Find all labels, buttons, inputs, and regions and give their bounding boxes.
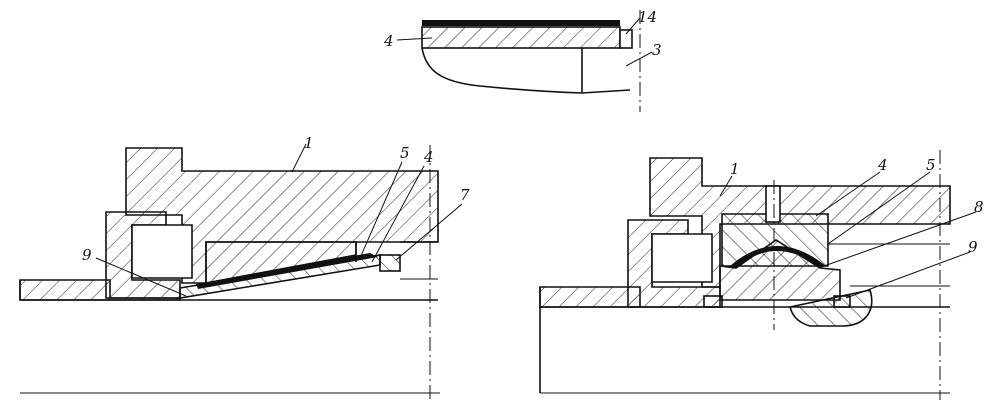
left-flange-9 (105, 211, 181, 299)
sleeve-4 (421, 26, 621, 49)
right-base-flange-9 (539, 286, 641, 308)
right-bolt (765, 185, 781, 223)
leader-top-sleeve (396, 37, 433, 41)
label-left-nut: 7 (460, 186, 470, 204)
label-left-flange: 9 (82, 246, 92, 264)
label-left-ring: 4 (423, 148, 434, 166)
label-top-sleeve: 4 (383, 32, 394, 50)
shaft-3-outline (421, 47, 631, 94)
leader-left-layer (359, 161, 403, 259)
label-right-flange: 9 (968, 238, 978, 256)
leader-top-band (625, 17, 641, 35)
top-detail-view: 4 14 3 (383, 8, 662, 112)
leader-left-nut (395, 203, 463, 261)
leader-right-flange (845, 251, 971, 299)
leader-right-seat (823, 211, 977, 267)
label-right-layer: 5 (926, 156, 936, 174)
right-flange-9 (627, 219, 721, 308)
label-top-band: 14 (638, 8, 657, 26)
label-right-seat: 8 (974, 198, 984, 216)
leader-right-ring (815, 171, 881, 217)
right-lower-body (719, 239, 841, 301)
label-left-hub: 1 (304, 134, 314, 152)
leader-right-layer (827, 171, 931, 245)
left-nut-7 (379, 254, 401, 272)
right-bulge-9 (788, 289, 873, 327)
end-block (619, 29, 633, 49)
right-pad-right (833, 295, 851, 308)
left-layer-5 (196, 253, 378, 289)
right-pad-left (703, 295, 723, 308)
label-left-layer: 5 (400, 144, 410, 162)
right-assembly-view: 1 4 5 8 9 (539, 150, 984, 400)
right-hub-recess (651, 233, 713, 283)
leader-left-ring (371, 165, 425, 263)
leader-top-shaft (625, 51, 653, 67)
leader-left-hub (291, 143, 307, 173)
band-14 (422, 20, 620, 26)
left-assembly-view: 1 5 4 7 9 (19, 134, 470, 400)
leader-right-hub (719, 175, 733, 197)
label-right-ring: 4 (877, 156, 888, 174)
left-hub-recess (131, 224, 193, 279)
leader-left-flange (95, 257, 187, 297)
right-seat-8 (730, 246, 826, 268)
label-right-hub: 1 (730, 160, 740, 178)
label-top-shaft: 3 (652, 41, 662, 59)
